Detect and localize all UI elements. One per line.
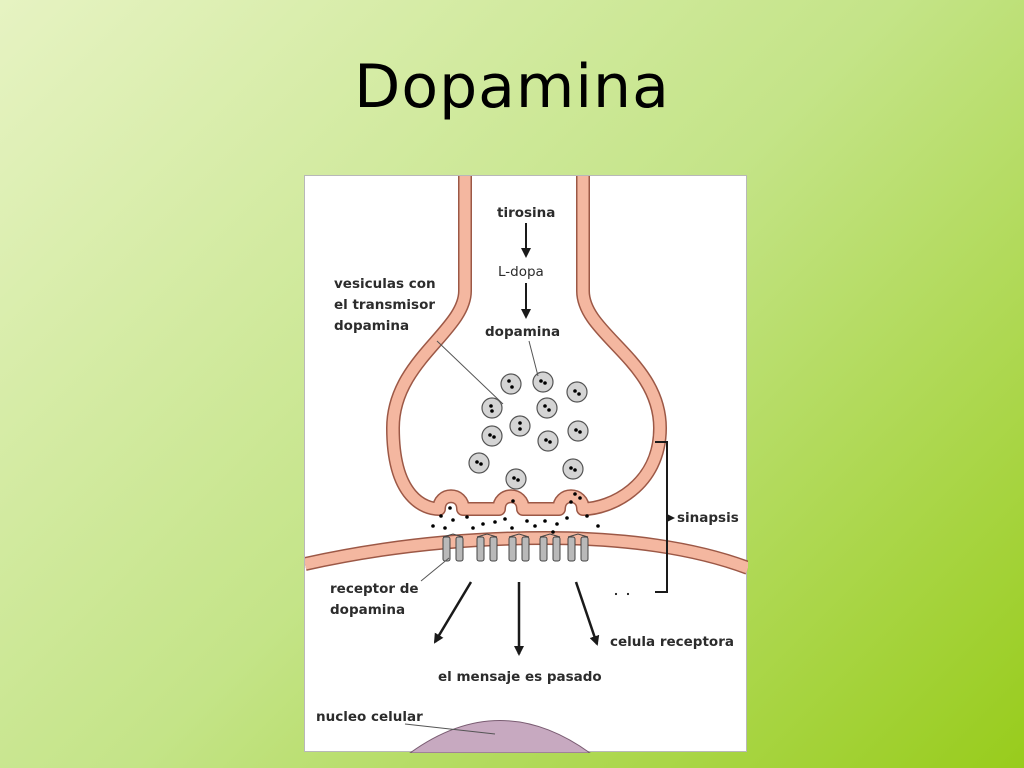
receptor (508, 533, 530, 562)
dopamine-receptors (442, 533, 589, 562)
vesicle (505, 468, 527, 490)
label-ldopa: L-dopa (498, 264, 544, 280)
vesicle (536, 397, 558, 419)
receptor (442, 533, 464, 562)
leader-vesiculas (436, 340, 504, 405)
vesicle (509, 415, 531, 437)
arrow-message-left (433, 581, 473, 644)
vesicle (532, 371, 554, 393)
vesicle (481, 425, 503, 447)
label-nucleo: nucleo celular (316, 709, 423, 725)
vesicle (567, 420, 589, 442)
label-tirosina: tirosina (497, 205, 556, 221)
vesicle (500, 373, 522, 395)
receptor (539, 533, 561, 562)
label-dopamina: dopamina (485, 324, 561, 340)
label-receptor-line1: receptor de (330, 581, 419, 597)
label-celula-receptora: celula receptora (610, 634, 734, 650)
cell-nucleus (409, 720, 591, 753)
vesicle (537, 430, 559, 452)
label-vesiculas-line2: el transmisor (334, 297, 436, 313)
receptor (567, 533, 589, 562)
slide-title: Dopamina (354, 52, 670, 122)
dopamine-molecules (431, 492, 600, 534)
leader-dopamina (528, 340, 539, 377)
leader-nucleo (404, 723, 496, 735)
synapse-diagram: tirosina L-dopa dopamina vesiculas con e… (304, 175, 748, 753)
arrow-message-right (574, 581, 600, 646)
vesicle (481, 397, 503, 419)
vesicle (562, 458, 584, 480)
leader-receptor (420, 557, 450, 582)
synapse-illustration (305, 176, 748, 753)
label-vesiculas-line3: dopamina (334, 318, 410, 334)
label-mensaje: el mensaje es pasado (438, 669, 602, 685)
label-vesiculas-line1: vesiculas con (334, 276, 436, 292)
vesicle (468, 452, 490, 474)
label-sinapsis: sinapsis (677, 510, 739, 526)
receptor (476, 533, 498, 562)
vesicle (566, 381, 588, 403)
vesicles (468, 371, 589, 490)
label-receptor-line2: dopamina (330, 602, 406, 618)
